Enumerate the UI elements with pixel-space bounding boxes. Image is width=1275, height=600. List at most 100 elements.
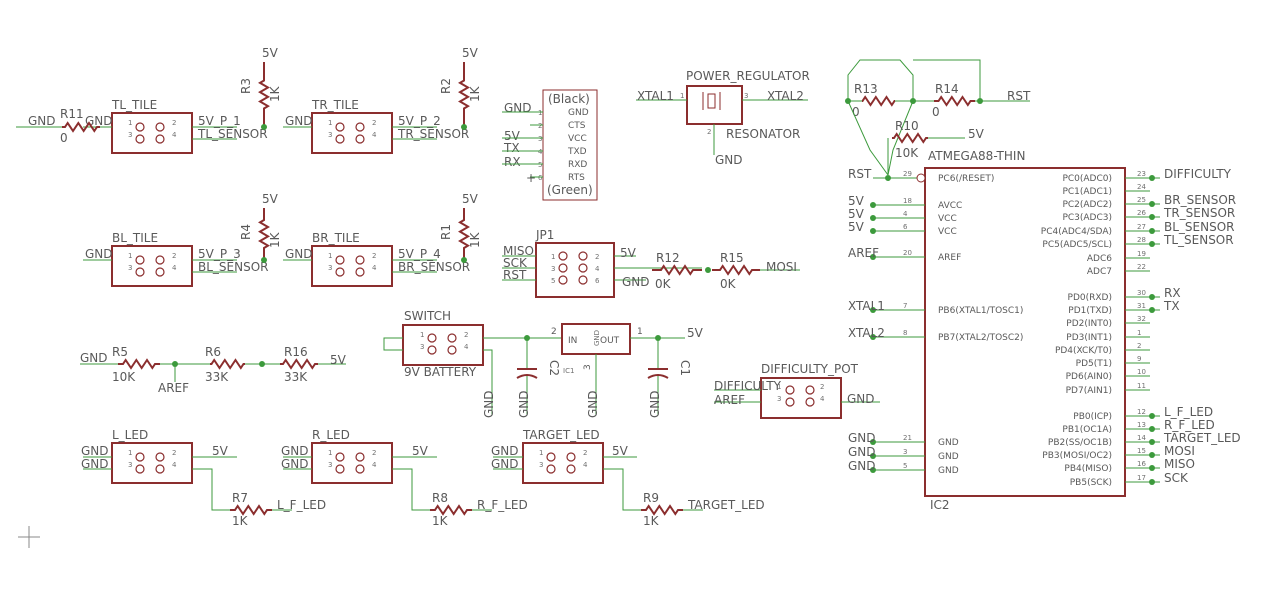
pin-number: 3	[128, 131, 132, 139]
resistor-value: 1K	[432, 514, 449, 528]
regulator-in-label: IN	[568, 336, 577, 346]
mcu-pin-number: 7	[903, 302, 907, 310]
header-pad-4	[566, 464, 576, 474]
mcu-pin-name: PD0(RXD)	[1068, 293, 1112, 303]
junction-dot	[261, 257, 267, 263]
junction-dot	[885, 175, 891, 181]
mcu-pin-number: 17	[1137, 474, 1146, 482]
resistor-name: R3	[239, 78, 253, 94]
junction-dot	[870, 467, 876, 473]
net-label: AREF	[714, 393, 745, 407]
resistor-value: 1K	[268, 231, 282, 248]
mcu-left-net: 5V	[848, 207, 865, 221]
net-label: 5V_P_4	[398, 247, 441, 261]
resistor-value: 0	[932, 105, 940, 119]
net-label: 5V	[968, 127, 985, 141]
header-pad-1	[135, 255, 145, 265]
net-label: 5V	[504, 129, 521, 143]
ftdi-pin-number: 5	[538, 161, 542, 169]
r13-resistor	[861, 95, 896, 107]
pin-number: 1	[680, 92, 684, 100]
header-body	[311, 245, 393, 287]
net-label: GND	[715, 153, 743, 167]
junction-dot	[259, 361, 265, 367]
pin-number: 4	[595, 265, 600, 273]
ftdi-pin-name: RXD	[568, 160, 587, 170]
mcu-pin-name: PB4(MISO)	[1064, 464, 1112, 474]
mcu-right-net: TL_SENSOR	[1163, 233, 1234, 247]
resistor-value: 1K	[468, 85, 482, 102]
net-label: TL_SENSOR	[197, 127, 268, 141]
mcu-left-net: GND	[848, 445, 876, 459]
reset-loop-wire	[913, 59, 981, 101]
supply-label: 5V	[462, 192, 479, 206]
mcu-pin-number: 25	[1137, 196, 1146, 204]
resistor-value: 10K	[895, 146, 919, 160]
supply-label: 5V	[262, 192, 279, 206]
resonator-title: POWER_REGULATOR	[686, 69, 810, 83]
mcu-right-net: R_F_LED	[1164, 418, 1215, 432]
resistor-value: 1K	[232, 514, 249, 528]
regulator-name: IC1	[563, 367, 574, 375]
ftdi-top-label: (Black)	[548, 92, 590, 106]
mcu-left-net: GND	[848, 431, 876, 445]
header-pad-3	[135, 464, 145, 474]
header-pad-1	[135, 122, 145, 132]
mcu-left-net: AREF	[848, 246, 879, 260]
net-label: GND	[81, 457, 109, 471]
header-label: BR_TILE	[312, 231, 360, 245]
mcu-pin-name: VCC	[938, 227, 957, 237]
header-pad-1	[335, 255, 345, 265]
resistor-name: R15	[720, 251, 744, 265]
pot-label: DIFFICULTY_POT	[761, 362, 859, 376]
pin-number: 2	[464, 331, 468, 339]
resistor-name: R10	[895, 119, 919, 133]
header-label: BL_TILE	[112, 231, 158, 245]
resistor-name: R4	[239, 224, 253, 240]
junction-dot	[1149, 175, 1155, 181]
regulator-out-label: OUT	[600, 336, 620, 346]
mcu-right-net: SCK	[1164, 471, 1189, 485]
supply-label: 5V	[262, 46, 279, 60]
mcu-pin-name: PD5(T1)	[1076, 359, 1112, 369]
ftdi-pin-number: 6	[538, 174, 543, 182]
switch-body	[402, 324, 484, 366]
mcu-pin-name: PD7(AIN1)	[1066, 386, 1112, 396]
mcu-pin-name: PC2(ADC2)	[1062, 200, 1112, 210]
mcu-pin-number: 31	[1137, 302, 1146, 310]
pot-pad-3	[785, 397, 795, 407]
reset-diagonal-wire	[847, 100, 889, 176]
mcu-pin-number: 3	[903, 448, 907, 456]
resistor-name: R12	[656, 251, 680, 265]
r6-resistor	[210, 358, 245, 370]
pin-number: 2	[172, 449, 176, 457]
wire	[603, 468, 641, 511]
mcu-pin-number: 20	[903, 249, 912, 257]
resistor-name: R2	[439, 78, 453, 94]
header-label: TARGET_LED	[522, 428, 600, 442]
jp1-body	[535, 242, 615, 298]
junction-dot	[1149, 426, 1155, 432]
junction-dot	[705, 267, 711, 273]
mcu-pin-name: PD1(TXD)	[1068, 306, 1112, 316]
regulator-gnd-label: GND	[593, 330, 601, 346]
net-label: BL_SENSOR	[198, 260, 269, 274]
header-body	[111, 442, 193, 484]
mcu-pin-number: 2	[1137, 342, 1141, 350]
pin-number: 3	[420, 343, 424, 351]
mcu-pin-number: 11	[1137, 382, 1146, 390]
pin-number: 2	[172, 119, 176, 127]
capacitor-name: C2	[547, 360, 561, 376]
pin-number: 2	[595, 253, 599, 261]
resistor-value: 33K	[205, 370, 229, 384]
mcu-pin-name: GND	[938, 452, 959, 462]
resistor-value: 1K	[643, 514, 660, 528]
mcu-pin-number: 12	[1137, 408, 1146, 416]
switch-pad-3	[427, 345, 437, 355]
pin-number: 1	[128, 449, 132, 457]
